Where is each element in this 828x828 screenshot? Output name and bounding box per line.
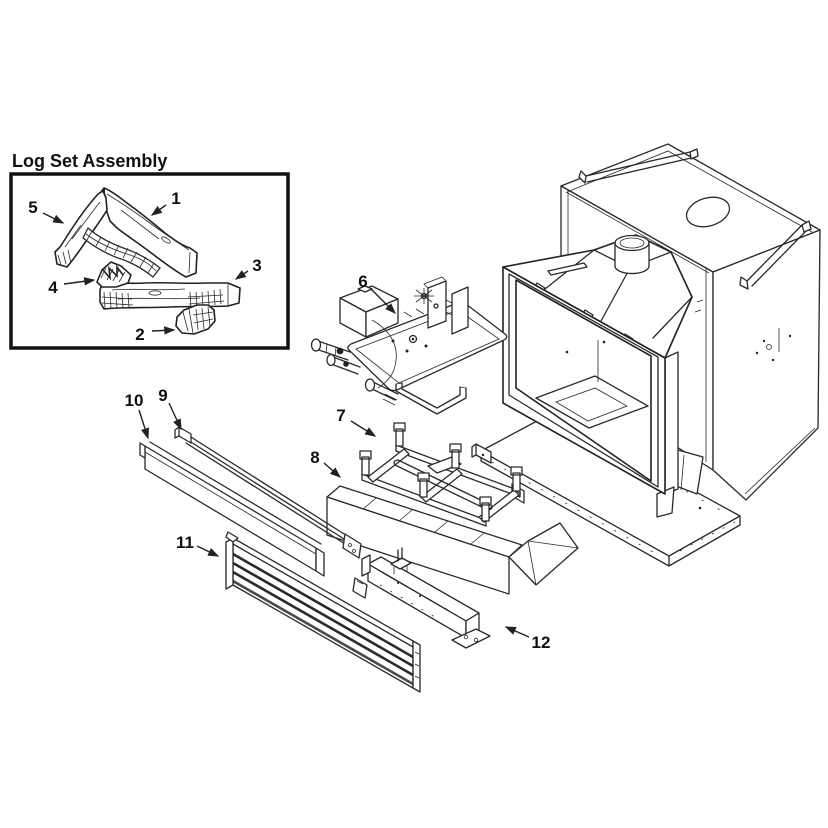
svg-text:6: 6: [358, 272, 367, 291]
callout-1: 1: [150, 189, 181, 216]
damper-tab: [547, 262, 588, 276]
svg-text:9: 9: [158, 386, 167, 405]
part-8-brick-base: [326, 485, 579, 595]
brick-end-wedge: [508, 522, 579, 586]
log-lighter-tube: [393, 459, 493, 511]
svg-text:4: 4: [48, 278, 58, 297]
firebox: [502, 234, 693, 518]
burner-tube: [364, 319, 399, 406]
grate-posts: [359, 422, 523, 522]
ember-strip: [82, 227, 161, 278]
svg-text:1: 1: [171, 189, 180, 208]
svg-text:11: 11: [176, 533, 194, 552]
callout-3: 3: [234, 256, 262, 280]
callout-10: 10: [125, 391, 149, 440]
firebox-foot: [656, 486, 675, 518]
svg-text:10: 10: [125, 391, 144, 410]
log-4-chunk: [96, 261, 132, 288]
svg-text:7: 7: [336, 406, 345, 425]
callout-6: 6: [358, 272, 396, 314]
part-7-burner-grate: [359, 422, 523, 527]
valve-controls: [310, 338, 361, 375]
bracket-foot: [451, 628, 491, 649]
firebox-interior: [535, 340, 649, 429]
callouts: 1 2 3 4 5 6 7 8: [28, 189, 550, 652]
platform-corner-clip: [471, 443, 492, 464]
part-9-trim-rail-rear: [174, 426, 362, 559]
callout-8: 8: [310, 448, 342, 478]
callout-7: 7: [336, 406, 377, 437]
svg-text:2: 2: [135, 325, 144, 344]
log-2-small: [175, 304, 216, 335]
svg-text:12: 12: [532, 633, 551, 652]
cabinet-top-rail-right: [739, 220, 812, 290]
callout-5: 5: [28, 198, 65, 224]
firebox-side: [664, 351, 679, 495]
gas-supply-loop: [395, 382, 467, 415]
log-5-left: [54, 190, 108, 268]
cabinet-top-rail-left: [578, 148, 699, 184]
callout-2: 2: [135, 325, 176, 344]
svg-text:3: 3: [252, 256, 261, 275]
part-6-valve-assembly: [310, 276, 508, 415]
flue-collar: [614, 234, 650, 275]
base-platform: [471, 412, 741, 567]
part-10-trim-rail-front: [139, 441, 325, 577]
part-12-control-bracket: [352, 547, 491, 649]
brick-joints: [362, 497, 485, 545]
inset-title: Log Set Assembly: [12, 151, 167, 171]
cabinet-right-panel: [712, 229, 821, 501]
callout-4: 4: [48, 277, 96, 297]
svg-text:8: 8: [310, 448, 319, 467]
brick-front-face: [326, 496, 510, 595]
cabinet-top-vent-hole: [685, 196, 731, 228]
log-3-front: [99, 281, 241, 310]
louver-slats: [232, 552, 414, 686]
log-set-assembly-inset: Log Set Assembly: [9, 151, 290, 350]
callout-12: 12: [504, 626, 551, 652]
pilot-burner: [414, 288, 439, 309]
callout-9: 9: [158, 386, 182, 431]
svg-text:5: 5: [28, 198, 37, 217]
cabinet-side-screws: [755, 328, 792, 362]
callout-11: 11: [176, 533, 220, 557]
part-11-louver-panel: [225, 531, 421, 693]
